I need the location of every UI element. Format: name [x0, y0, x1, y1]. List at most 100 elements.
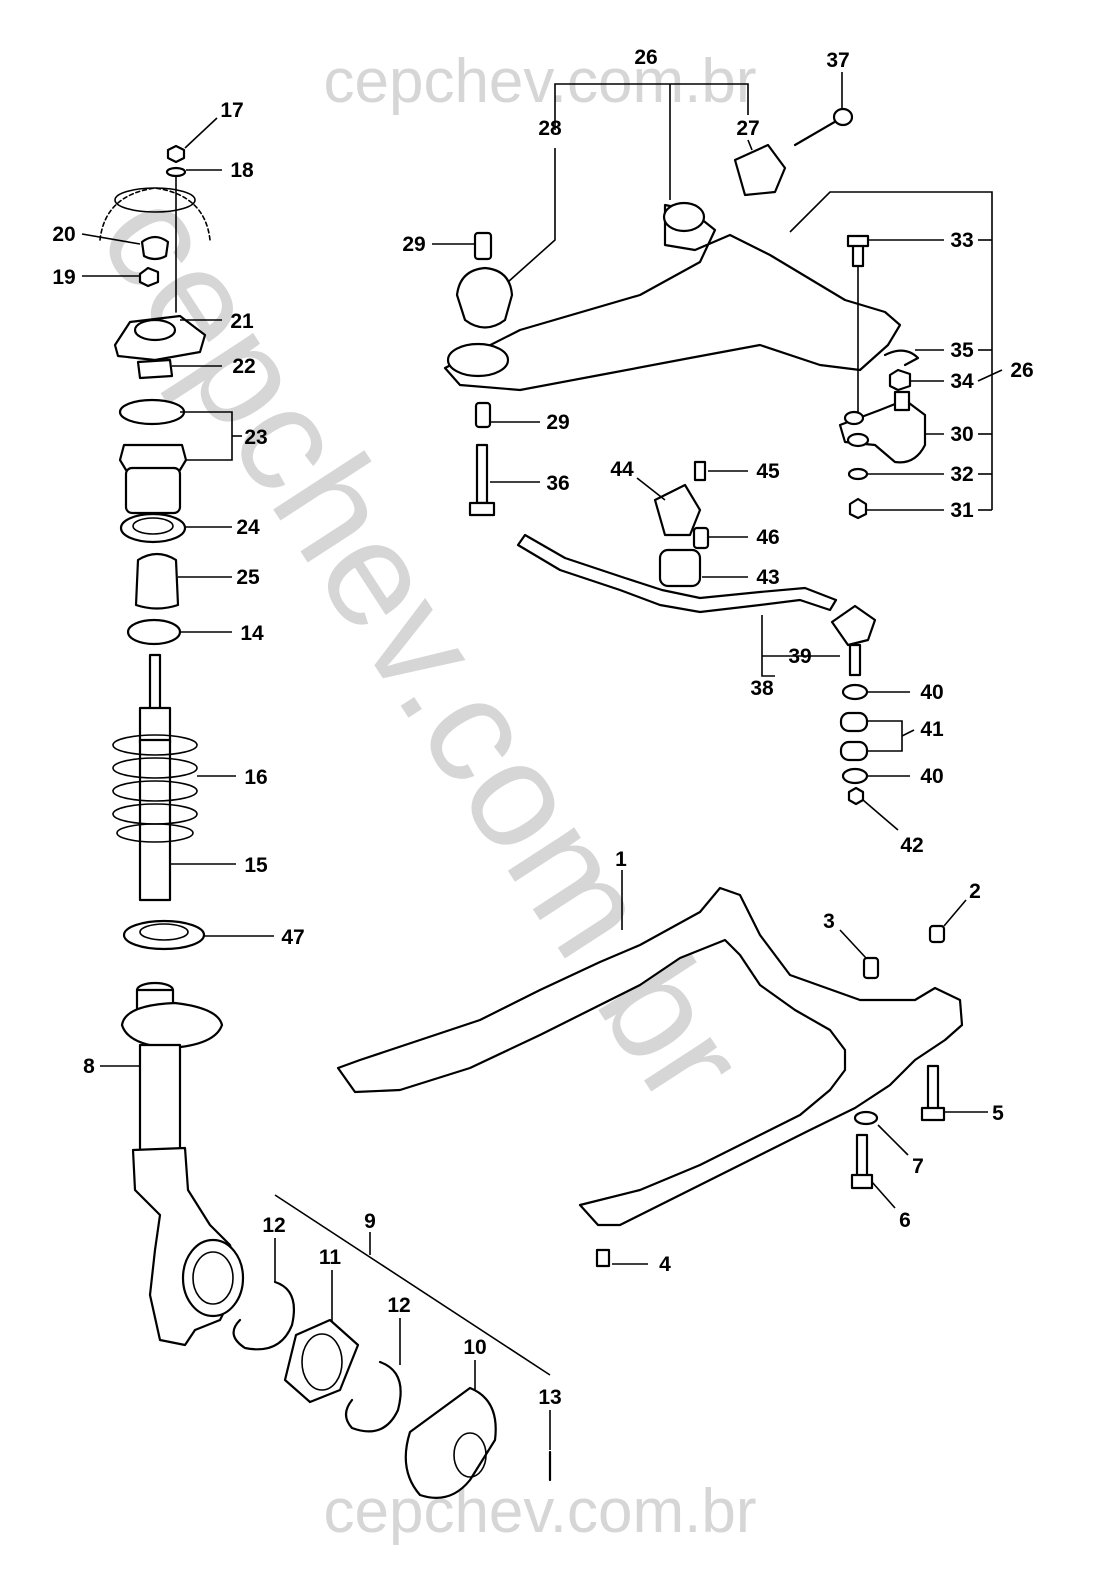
nut-31: [848, 497, 868, 520]
wheel-bearing-11: [283, 1318, 360, 1404]
cap-20: [140, 235, 170, 261]
bushing-41a: [839, 711, 869, 733]
crossmember-body: [336, 886, 964, 1227]
callout-2: 2: [969, 880, 981, 903]
callout-12a: 12: [262, 1214, 285, 1237]
bolt-5: [926, 1064, 940, 1113]
bushing-27: [733, 143, 787, 197]
crossmember-1: [336, 886, 964, 1268]
bearing-mid-23: [118, 443, 188, 472]
callout-26-top: 26: [634, 46, 657, 69]
bump-stop-25: [134, 552, 180, 610]
seal-47: [122, 919, 206, 951]
bolt-37: [793, 118, 840, 147]
washer-40a: [841, 683, 869, 701]
callout-40b: 40: [920, 765, 943, 788]
hub-parts: [232, 1194, 552, 1499]
wheel-bearing-bore: [301, 1333, 343, 1391]
callout-4: 4: [659, 1253, 671, 1276]
ball-joint-30: [838, 398, 927, 464]
bolt-6-head: [850, 1173, 874, 1190]
callout-43: 43: [756, 566, 779, 589]
bolt-33: [851, 242, 865, 268]
callout-17: 17: [220, 99, 243, 122]
bushing-28: [455, 266, 514, 329]
bolt-37-head: [832, 107, 854, 127]
leader-lines: [81, 72, 1003, 1450]
callout-39: 39: [788, 645, 811, 668]
callout-40a: 40: [920, 681, 943, 704]
callout-15: 15: [244, 854, 268, 877]
dust-cover-top: [114, 187, 196, 213]
callout-7: 7: [912, 1155, 924, 1178]
callout-22: 22: [232, 355, 255, 378]
bushing-41b: [839, 740, 869, 762]
plate-14: [126, 618, 182, 646]
dust-cover-outline: [99, 187, 211, 241]
washer-7: [853, 1110, 879, 1126]
watermark-top: cepchev.com.br: [323, 47, 756, 116]
callout-8: 8: [83, 1055, 95, 1078]
callout-23: 23: [244, 426, 267, 449]
bolt-6: [855, 1133, 869, 1179]
callout-10: 10: [463, 1336, 486, 1359]
clip-35: [883, 349, 920, 367]
bolt-36-head: [468, 501, 496, 517]
spring-seat-inner: [132, 517, 174, 535]
bearing-body-23: [124, 466, 182, 515]
circlip-12b: [344, 1360, 402, 1433]
wheel-hub-10: [404, 1386, 497, 1499]
callout-29b: 29: [546, 411, 569, 434]
ball-joint-stud: [893, 390, 911, 412]
control-arm-front-eye: [446, 342, 510, 378]
callout-47: 47: [281, 926, 304, 949]
callout-32: 32: [950, 463, 973, 486]
callout-24: 24: [236, 516, 260, 539]
callout-45: 45: [756, 460, 780, 483]
callout-37: 37: [826, 49, 849, 72]
bolt-5-head: [920, 1106, 946, 1122]
watermark-bottom: cepchev.com.br: [323, 1477, 756, 1546]
callout-30: 30: [950, 423, 973, 446]
callout-44: 44: [610, 458, 634, 481]
stabilizer-bar-body: [516, 533, 838, 614]
callout-21: 21: [230, 310, 254, 333]
nut-19: [138, 266, 160, 288]
bolt-33-head: [846, 234, 870, 248]
callout-38: 38: [750, 677, 774, 700]
callout-25: 25: [236, 566, 260, 589]
callout-27: 27: [736, 117, 759, 140]
link-39: [830, 604, 877, 647]
bolt-45: [693, 460, 707, 482]
shock-absorber-15: [138, 738, 172, 902]
washer-30b: [846, 432, 870, 448]
bolt-36: [475, 443, 489, 505]
callout-19: 19: [52, 266, 75, 289]
nut-17: [166, 144, 186, 164]
callout-46: 46: [756, 526, 779, 549]
callout-1: 1: [615, 848, 627, 871]
washer-18: [165, 166, 187, 178]
bolt-4: [595, 1248, 611, 1268]
link-39-stud: [848, 643, 862, 677]
callout-33: 33: [950, 229, 973, 252]
sleeve-46: [692, 526, 710, 550]
callout-5: 5: [992, 1102, 1004, 1125]
callout-16: 16: [244, 766, 267, 789]
callout-36: 36: [546, 472, 569, 495]
nut-22: [136, 358, 174, 380]
callout-numbers: 1 2 3 4 5 6 7 8 9 10 11 12 12 13 14 15 1…: [52, 46, 1033, 1409]
leader-group-9: [274, 1194, 551, 1376]
callout-31: 31: [950, 499, 974, 522]
washer-40b: [841, 767, 869, 785]
wheel-hub-bore: [453, 1432, 487, 1478]
seal-inner: [139, 923, 189, 941]
sleeve-29a: [473, 231, 493, 261]
plug-2: [928, 924, 946, 944]
plug-3: [862, 956, 880, 980]
callout-41: 41: [920, 718, 944, 741]
callout-13: 13: [538, 1386, 561, 1409]
callout-11: 11: [319, 1246, 342, 1269]
bearing-top-23: [118, 398, 186, 426]
